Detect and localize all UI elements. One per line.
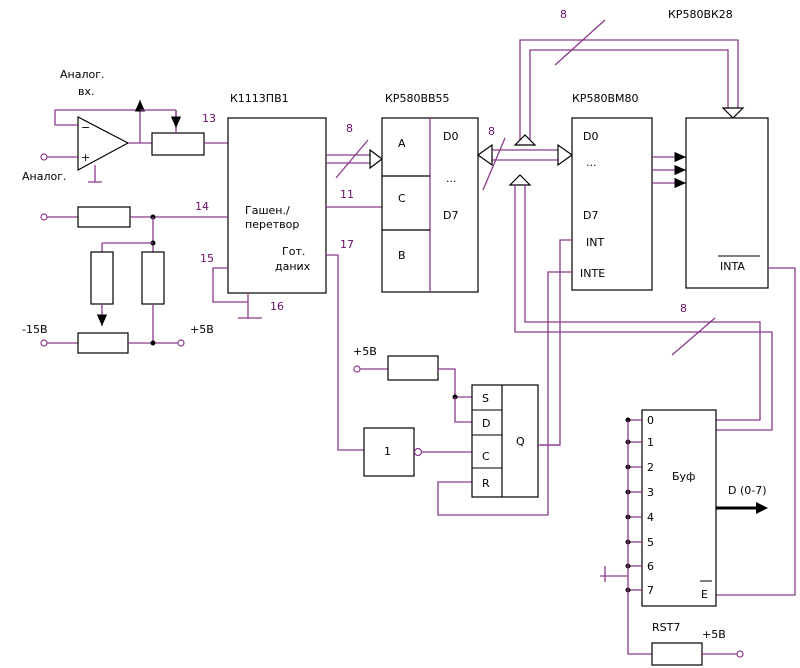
cpu-int: INT [586, 236, 604, 249]
bus-width-adc: 8 [346, 122, 353, 135]
buffer-input-label: 5 [647, 536, 654, 549]
svg-text:−: − [81, 121, 90, 134]
adc-chip [227, 117, 327, 294]
plus5-left-label: +5В [190, 323, 214, 336]
resistor-rst7 [651, 642, 703, 666]
resistor-ff [387, 355, 439, 381]
ff-s: S [482, 392, 489, 405]
ff-q: Q [516, 435, 525, 448]
cpu-d7: D7 [583, 209, 598, 222]
flip-flop [471, 384, 539, 498]
analog-input-label-2: вх. [78, 85, 95, 98]
ppi-chip-name: КР580ВВ55 [385, 92, 450, 105]
buffer-enable: E [701, 588, 708, 601]
cpu-dots: ... [586, 156, 597, 169]
pin-17: 17 [340, 238, 354, 251]
plus5-ff-label: +5В [353, 345, 377, 358]
pin-16: 16 [270, 300, 284, 313]
svg-text:+: + [81, 151, 90, 164]
sysctl-inta: INTA [720, 260, 745, 273]
plus5-ff-terminal[interactable] [353, 365, 361, 373]
resistor-rv2 [141, 251, 165, 305]
ff-d: D [482, 417, 490, 430]
buffer-input-label: 0 [647, 414, 654, 427]
ff-r: R [482, 477, 490, 490]
rst7-label: RST7 [652, 621, 680, 634]
analog-input-terminal[interactable] [40, 153, 48, 161]
resistor-rv1 [90, 251, 114, 305]
ff-c: C [482, 450, 490, 463]
ppi-port-c: C [398, 192, 406, 205]
pin-15: 15 [200, 252, 214, 265]
pin-11: 11 [340, 188, 354, 201]
cpu-chip [571, 117, 653, 291]
bus-width-ppi-cpu: 8 [488, 125, 495, 138]
cpu-chip-name: КР580ВМ80 [572, 92, 638, 105]
minus15-label: -15В [22, 323, 48, 336]
analog-input-label-1: Аналог. [60, 68, 105, 81]
inverter [363, 427, 415, 477]
buffer-input-label: 3 [647, 486, 654, 499]
buffer-inputs: 0 1 2 3 4 5 6 7 [625, 414, 654, 597]
buffer-input-label: 4 [647, 511, 654, 524]
ppi-dots: ... [446, 172, 457, 185]
sysctl-chip-name: КР580ВК28 [668, 8, 733, 21]
buffer-input-label: 2 [647, 461, 654, 474]
adc-label-line2: перетвор [245, 218, 299, 231]
pin-14: 14 [195, 200, 209, 213]
plus5-rst-terminal[interactable] [736, 650, 744, 658]
buffer-chip [641, 409, 717, 607]
ppi-d7: D7 [443, 209, 458, 222]
buffer-input-label: 6 [647, 560, 654, 573]
buffer-output: D (0-7) [728, 484, 767, 497]
adc-label-line1: Гашен./ [245, 204, 290, 217]
buffer-input-label: 7 [647, 584, 654, 597]
cpu-inte: INTE [580, 267, 605, 280]
buffer-title: Буф [672, 470, 695, 483]
plus5-left-terminal[interactable] [177, 339, 185, 347]
bus-width-top: 8 [560, 8, 567, 21]
analog-ground-label: Аналог. [22, 170, 67, 183]
cpu-d0: D0 [583, 130, 598, 143]
potentiometer [77, 332, 129, 354]
ppi-port-a: A [398, 137, 406, 150]
buffer-input-label: 1 [647, 436, 654, 449]
adc-ready-2: даних [275, 260, 311, 273]
ppi-d0: D0 [443, 130, 458, 143]
ppi-port-b: B [398, 249, 406, 262]
minus15-terminal[interactable] [40, 339, 48, 347]
op-amp: − + [77, 116, 130, 172]
sysctl-chip [685, 117, 769, 289]
input-resistor [151, 132, 205, 156]
adc-ready-1: Гот. [282, 245, 305, 258]
pin14-terminal[interactable] [40, 213, 48, 221]
pin-13: 13 [202, 112, 216, 125]
adc-chip-name: К1113ПВ1 [230, 92, 289, 105]
inverter-label: 1 [384, 445, 391, 458]
plus5-rst-label: +5В [702, 628, 726, 641]
bus-width-lower: 8 [680, 302, 687, 315]
resistor-r14 [77, 206, 131, 228]
